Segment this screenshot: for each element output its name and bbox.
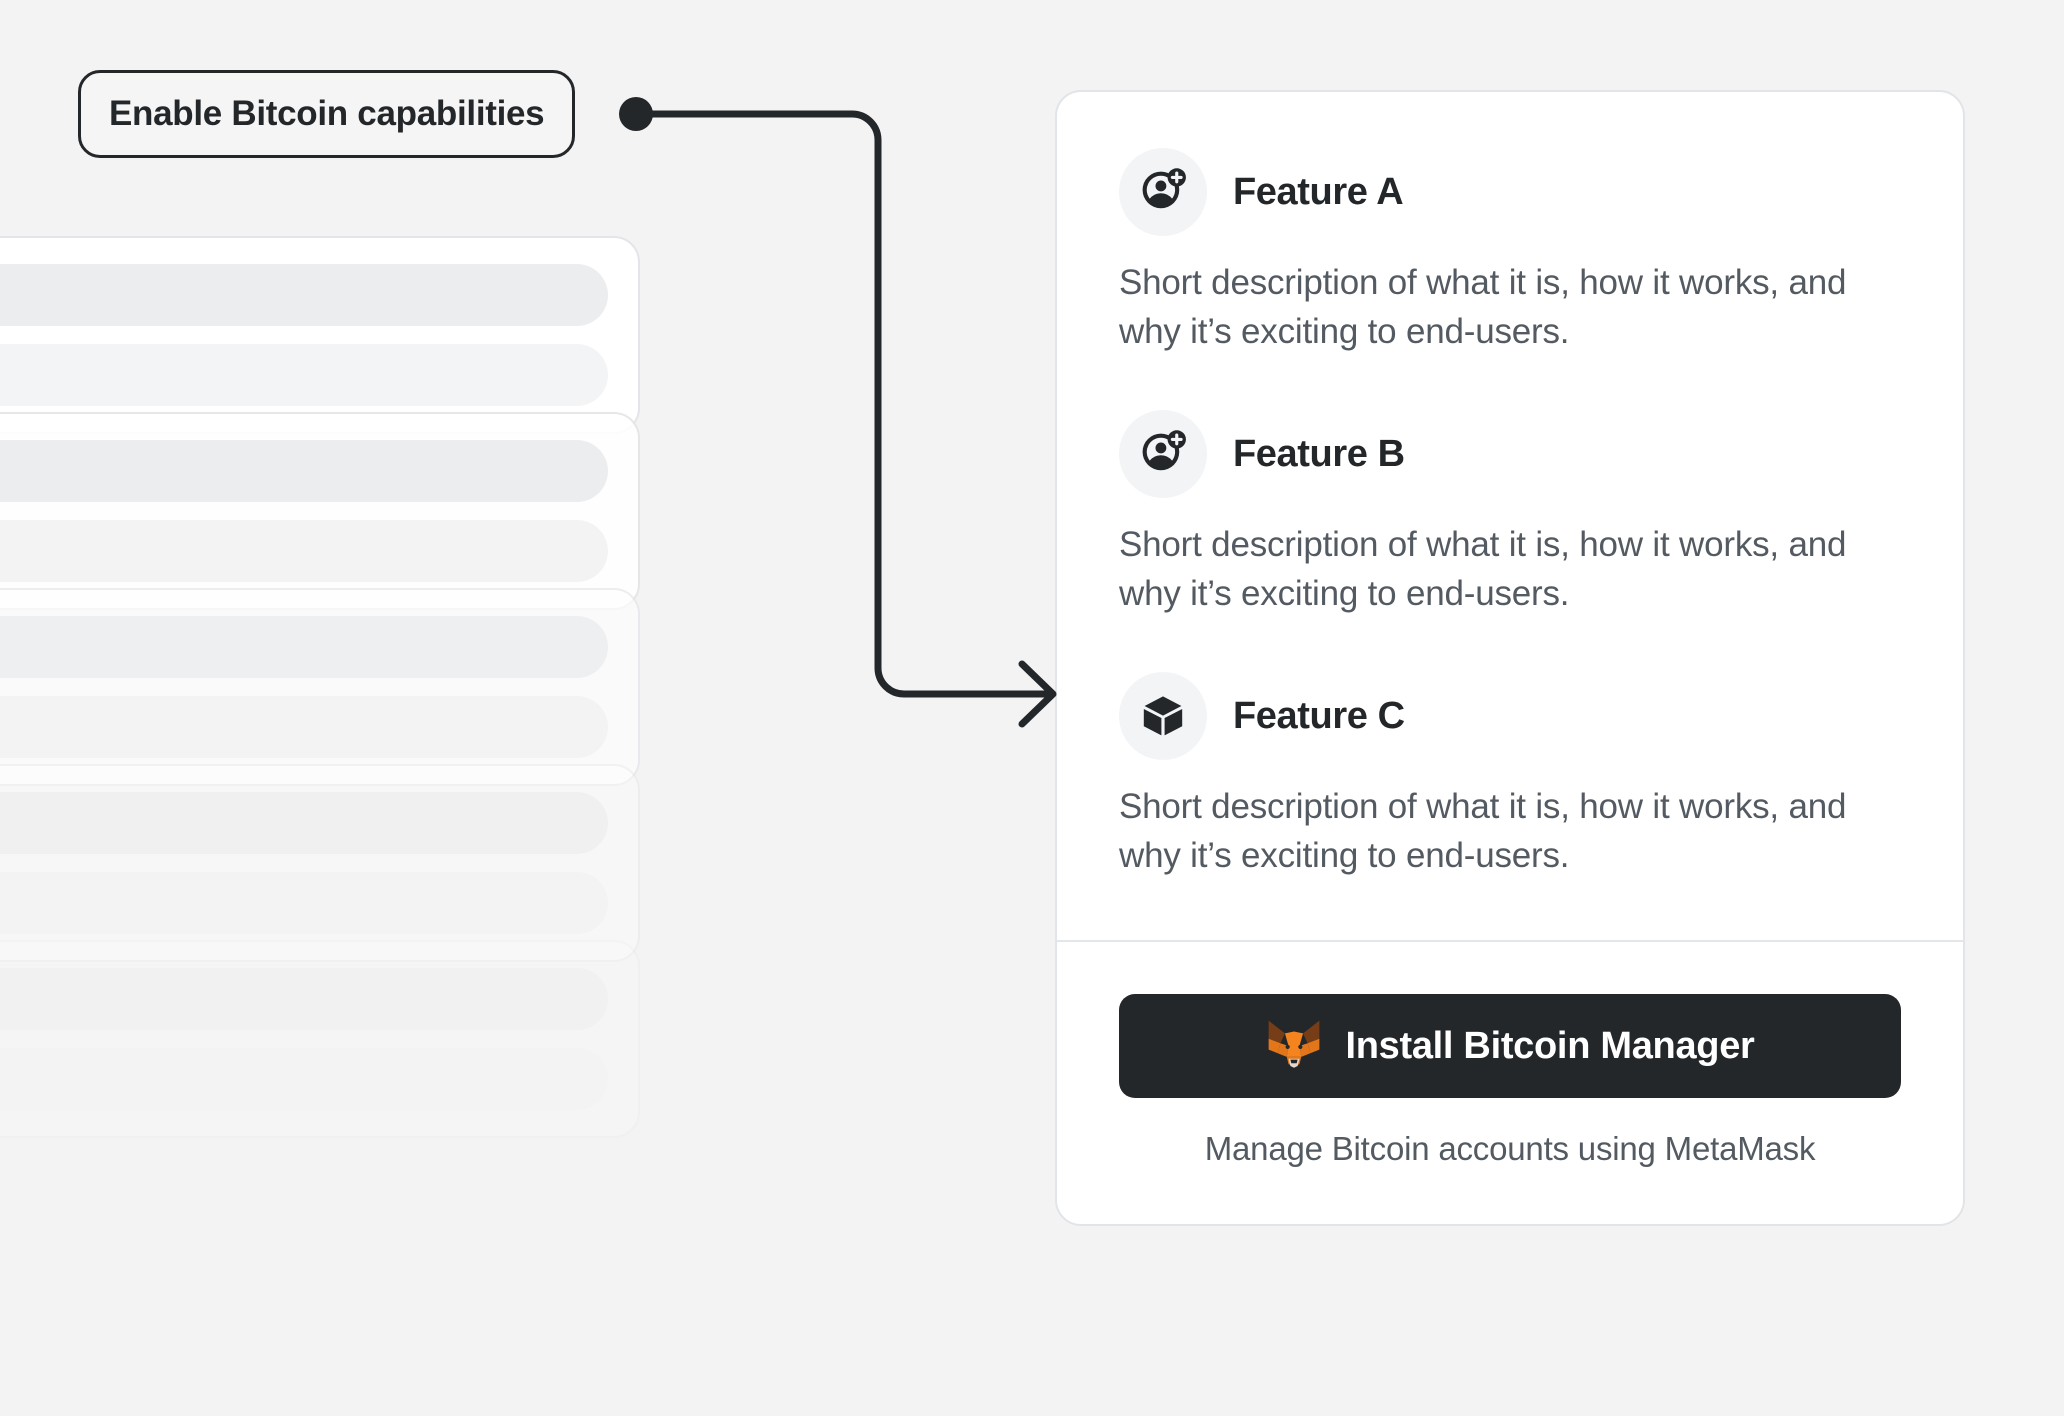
- add-account-icon: [1119, 148, 1207, 236]
- footer-caption: Manage Bitcoin accounts using MetaMask: [1204, 1130, 1816, 1167]
- skeleton-bar-primary: [0, 792, 608, 854]
- install-button-label: Install Bitcoin Manager: [1345, 1024, 1755, 1067]
- skeleton-bar-secondary: [0, 520, 608, 582]
- skeleton-card: [0, 236, 640, 434]
- features-section: Feature A Short description of what it i…: [1057, 92, 1963, 940]
- feature-description: Short description of what it is, how it …: [1119, 263, 1847, 351]
- annotation-pill: Enable Bitcoin capabilities: [78, 70, 576, 158]
- card-footer: Install Bitcoin Manager Manage Bitcoin a…: [1057, 942, 1963, 1224]
- annotation-pill-label: Enable Bitcoin capabilities: [109, 94, 545, 133]
- feature-header: Feature C: [1119, 672, 1901, 760]
- skeleton-bar-secondary: [0, 344, 608, 406]
- feature-block: Feature B Short description of what it i…: [1119, 410, 1901, 618]
- skeleton-card: [0, 940, 640, 1138]
- feature-block: Feature A Short description of what it i…: [1119, 148, 1901, 356]
- skeleton-card: [0, 764, 640, 962]
- skeleton-card: [0, 588, 640, 786]
- install-bitcoin-manager-button[interactable]: Install Bitcoin Manager: [1119, 994, 1901, 1098]
- feature-title: Feature A: [1233, 170, 1404, 213]
- feature-header: Feature A: [1119, 148, 1901, 236]
- skeleton-bar-secondary: [0, 1048, 608, 1110]
- feature-title: Feature C: [1233, 694, 1405, 737]
- metamask-fox-icon: [1265, 1018, 1323, 1074]
- skeleton-bar-secondary: [0, 872, 608, 934]
- skeleton-bar-primary: [0, 968, 608, 1030]
- feature-header: Feature B: [1119, 410, 1901, 498]
- connector-anchor-dot: [619, 97, 653, 131]
- feature-description: Short description of what it is, how it …: [1119, 525, 1847, 613]
- feature-title: Feature B: [1233, 432, 1405, 475]
- add-account-icon: [1119, 410, 1207, 498]
- feature-block: Feature C Short description of what it i…: [1119, 672, 1901, 880]
- skeleton-bar-primary: [0, 616, 608, 678]
- card-divider: [1057, 940, 1963, 942]
- skeleton-bar-primary: [0, 264, 608, 326]
- skeleton-bar-secondary: [0, 696, 608, 758]
- skeleton-bar-primary: [0, 440, 608, 502]
- cube-icon: [1119, 672, 1207, 760]
- bitcoin-capabilities-card: Feature A Short description of what it i…: [1055, 90, 1965, 1226]
- feature-description: Short description of what it is, how it …: [1119, 787, 1847, 875]
- skeleton-card: [0, 412, 640, 610]
- background-skeleton-list: [0, 236, 640, 1416]
